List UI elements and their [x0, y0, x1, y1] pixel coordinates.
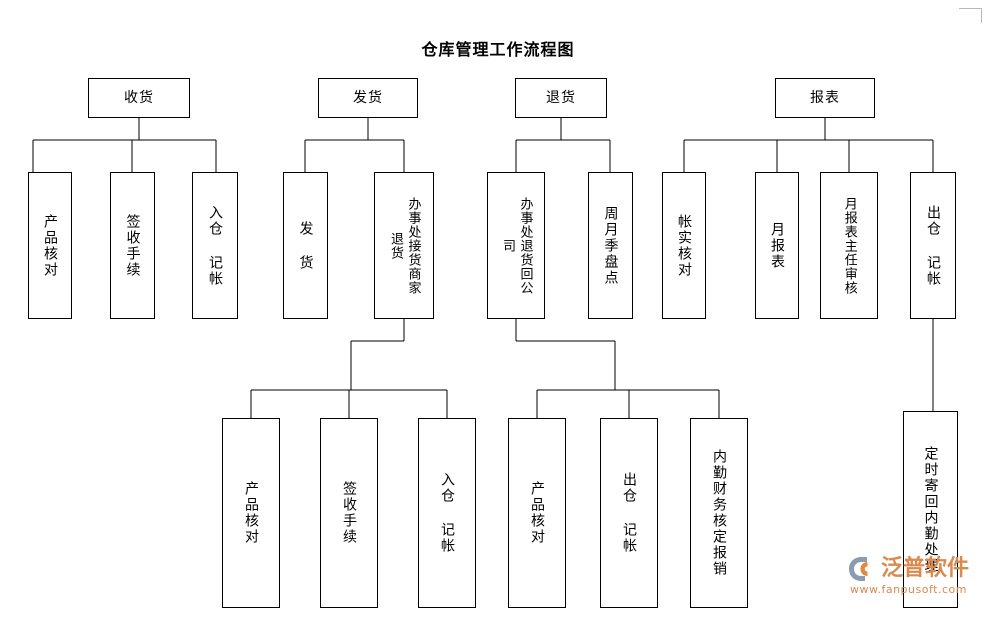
connector-path — [304, 118, 405, 172]
flow-node-label: 定时寄回内勤处理 — [922, 445, 939, 574]
flow-node-label: 产品核对 — [42, 213, 59, 278]
flow-node-label: 办事处退货回公司 — [500, 196, 533, 295]
flow-node-label: 出仓 记帐 — [621, 472, 638, 554]
flow-node-n3[interactable]: 退货 — [515, 78, 607, 118]
flow-node-label: 报表 — [810, 89, 840, 106]
watermark-brand: 泛普软件 — [881, 556, 970, 581]
flow-node-n11[interactable]: 周月季盘点 — [588, 172, 633, 319]
fanpu-logo-icon — [849, 557, 868, 581]
flow-node-n16[interactable]: 产品核对 — [222, 418, 280, 608]
flow-node-n10[interactable]: 办事处退货回公司 — [487, 172, 545, 319]
flow-node-n2[interactable]: 发货 — [318, 78, 418, 118]
page-title: 仓库管理工作流程图 — [421, 40, 575, 59]
flow-node-label: 月报表 — [769, 221, 786, 270]
flow-node-n6[interactable]: 签收手续 — [110, 172, 155, 319]
flow-node-label: 产品核对 — [243, 481, 260, 545]
flow-node-label: 月报表主任审核 — [841, 196, 857, 295]
flow-node-label: 收货 — [124, 89, 154, 106]
flow-node-n1[interactable]: 收货 — [88, 78, 190, 118]
flow-node-label: 内勤财务核定报销 — [711, 449, 728, 577]
flow-node-label: 周月季盘点 — [602, 205, 619, 286]
flow-node-n8[interactable]: 发 货 — [283, 172, 328, 319]
watermark: 泛普软件 www.fanpusoft.com — [848, 556, 996, 612]
flow-node-n14[interactable]: 月报表主任审核 — [820, 172, 878, 319]
flow-node-n9[interactable]: 办事处接货商家退货 — [374, 172, 434, 319]
flow-node-n18[interactable]: 入仓 记帐 — [418, 418, 476, 608]
connector-path — [32, 118, 217, 172]
flow-node-n21[interactable]: 内勤财务核定报销 — [690, 418, 748, 608]
flow-node-label: 帐实核对 — [676, 213, 693, 278]
flow-node-label: 签收手续 — [341, 481, 358, 545]
flow-node-n4[interactable]: 报表 — [775, 78, 875, 118]
flow-node-n20[interactable]: 出仓 记帐 — [600, 418, 658, 608]
page-corner-mark — [959, 8, 982, 23]
flow-node-label: 办事处接货商家退货 — [388, 196, 421, 295]
flow-node-label: 退货 — [546, 89, 576, 106]
flow-node-n19[interactable]: 产品核对 — [508, 418, 566, 608]
connector-path — [515, 319, 720, 418]
flow-node-label: 产品核对 — [529, 481, 546, 545]
flow-node-label: 出仓 记帐 — [925, 204, 942, 287]
flow-node-label: 入仓 记帐 — [439, 472, 456, 554]
connector-path — [250, 319, 448, 418]
watermark-url: www.fanpusoft.com — [850, 583, 967, 596]
watermark-row: 泛普软件 — [848, 556, 969, 582]
flow-node-label: 签收手续 — [124, 213, 141, 278]
connector-path — [515, 118, 611, 172]
flow-node-n22[interactable]: 定时寄回内勤处理 — [903, 411, 958, 608]
flow-node-n7[interactable]: 入仓 记帐 — [192, 172, 238, 319]
flow-node-label: 入仓 记帐 — [207, 204, 224, 287]
flow-node-n17[interactable]: 签收手续 — [320, 418, 378, 608]
flow-node-n12[interactable]: 帐实核对 — [662, 172, 706, 319]
flow-node-n15[interactable]: 出仓 记帐 — [910, 172, 956, 319]
flow-node-n13[interactable]: 月报表 — [755, 172, 799, 319]
flow-node-label: 发货 — [353, 89, 383, 106]
connector-path — [683, 118, 934, 172]
flow-node-n5[interactable]: 产品核对 — [28, 172, 72, 319]
flow-node-label: 发 货 — [297, 220, 314, 271]
